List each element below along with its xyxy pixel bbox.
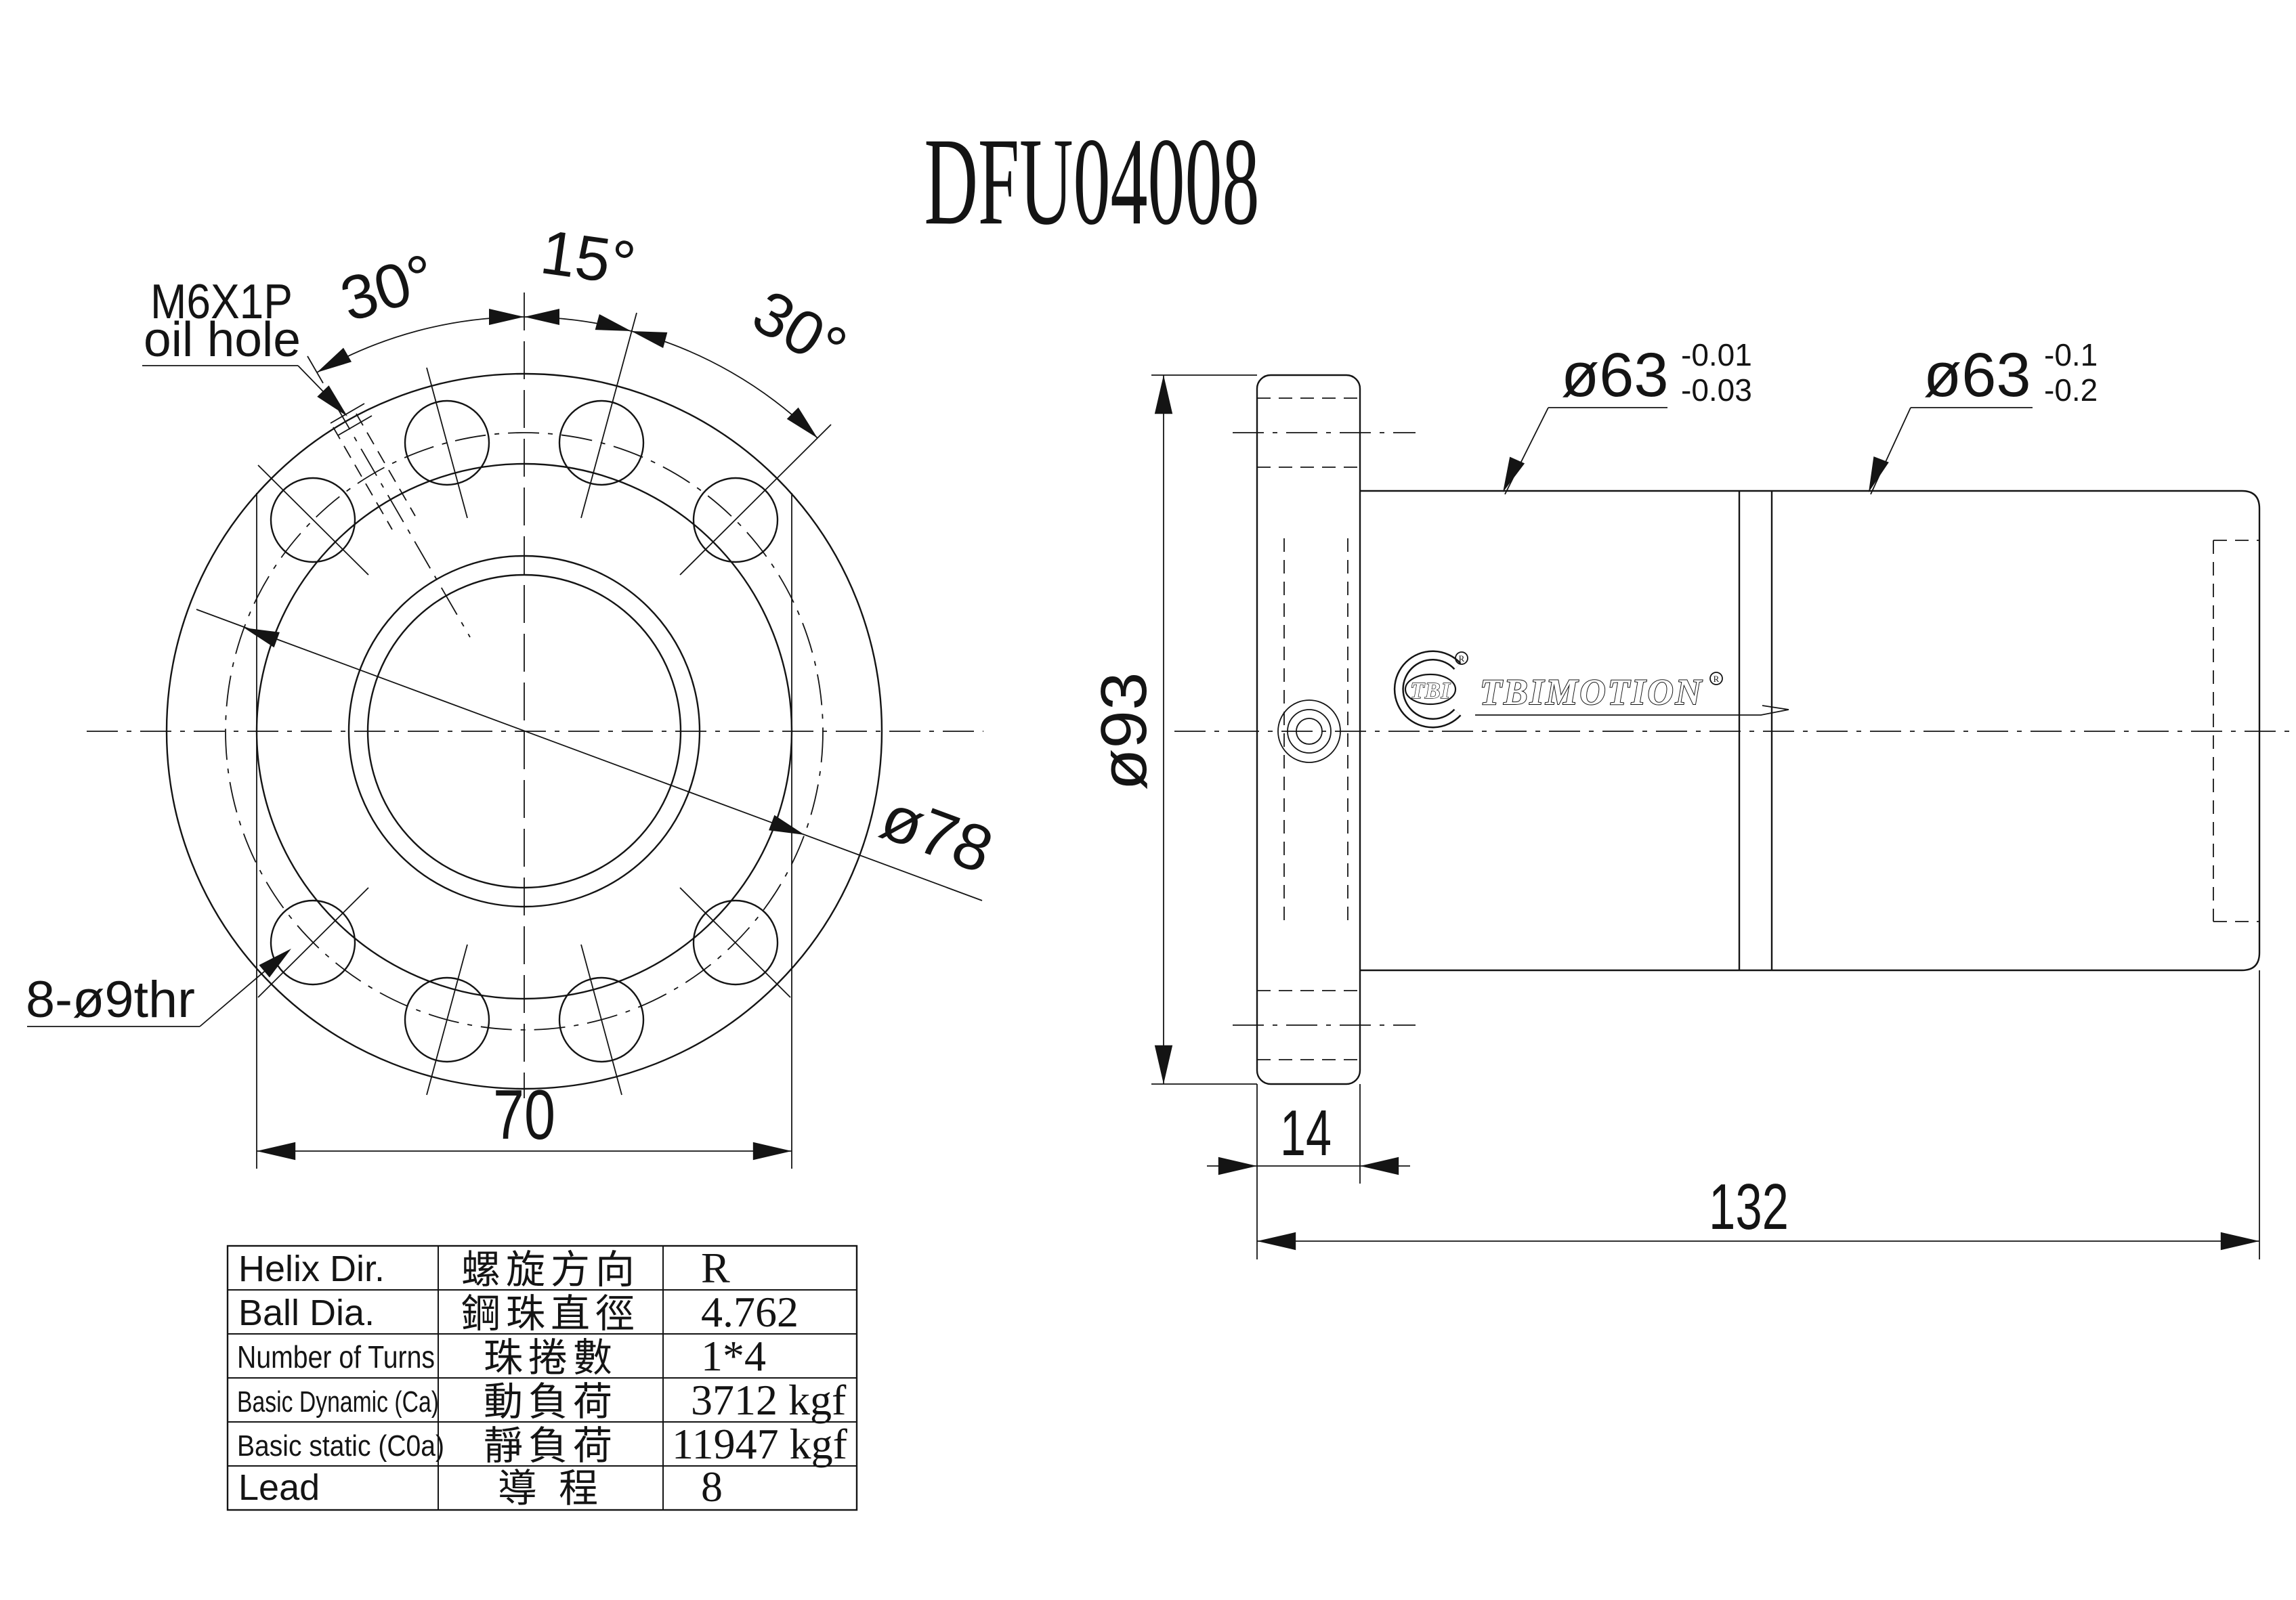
spec-row-zh: 鋼珠直徑 [461,1292,640,1336]
body-diameter-rear-tol-lower: -0.2 [2044,372,2098,408]
pcd-label: ø78 [872,781,1002,888]
spec-row-zh: 動負荷 [484,1380,618,1424]
overall-length-dimension: 132 [1257,970,2260,1259]
angle-dimensions: 30° 15° 30° [313,217,857,444]
spec-row-en: Helix Dir. [238,1249,385,1289]
tbi-logo: TBI R TBIMOTION R [1393,650,1789,729]
flat-width-label: 70 [493,1076,555,1154]
flange-outline [1256,374,1361,1085]
counterbore-circle [347,555,701,908]
spec-row-value: 11947 kgf [672,1420,848,1468]
spec-row-value: 4.762 [701,1288,799,1336]
body-diameter-front-tol-upper: -0.01 [1681,337,1752,372]
spec-row-value: 1*4 [701,1332,766,1380]
body-outline [1360,490,2261,972]
angle-left-label: 30° [333,241,444,334]
brand-wordmark: TBIMOTION [1480,672,1703,712]
flange-diameter-label: ø93 [1088,672,1160,791]
bolt-hole-callout: 8-ø9thr [26,942,297,1029]
bore-circle [366,574,682,889]
flange-outer-circle [165,372,883,1090]
spec-table-grid [226,1245,858,1511]
body-diameter-front-label: ø63 [1561,341,1669,410]
spec-row-en: Basic Dynamic (Ca) [237,1385,439,1419]
angle-right-label: 30° [742,277,857,384]
overall-length-label: 132 [1709,1171,1789,1243]
spec-row-value: 8 [701,1463,723,1511]
body-diameter-rear-callout: ø63 -0.1 -0.2 [1861,337,2098,496]
oil-hole-label-line1: M6X1P [150,275,293,329]
bolt-pcd-circle [225,432,824,1031]
spec-table: Helix Dir. 螺旋方向 R Ball Dia. 鋼珠直徑 4.762 N… [226,1244,858,1511]
bolt-hole-label: 8-ø9thr [26,971,195,1029]
spec-row-value: R [701,1244,730,1292]
spec-row-zh: 靜負荷 [484,1424,618,1468]
side-oil-hole [1277,699,1341,763]
registered-icon: R [1714,674,1720,684]
spec-row-en: Ball Dia. [238,1293,375,1333]
angle-middle-label: 15° [536,217,639,299]
flange-bolt-hole-silhouettes [1233,397,1416,1060]
flat-width-dimension: 70 [257,1076,792,1161]
spec-row-value: 3712 kgf [691,1376,847,1424]
flange-diameter-dimension: ø93 [1088,374,1257,1085]
body-diameter-front-callout: ø63 -0.01 -0.03 [1495,337,1752,496]
spec-row-en: Lead [238,1467,320,1508]
internal-thread-hidden [2213,540,2259,922]
flange-thickness-label: 14 [1280,1097,1332,1169]
tbi-monogram: TBI [1410,678,1451,704]
oil-hole-label-line2: oil hole [144,313,301,367]
oil-hole-label: M6X1P oil hole [142,275,354,423]
registered-icon: R [1459,653,1465,664]
spec-row-zh: 導 程 [498,1467,603,1511]
front-view: 30° 15° 30° M6X1P oil hole 8-ø9thr ø78 [26,217,1002,1169]
side-view: TBI R TBIMOTION R ø93 ø63 -0.01 -0.03 ø6… [1088,337,2291,1259]
spec-row-en: Basic static (C0a) [237,1429,444,1463]
flange-thickness-dimension: 14 [1207,1084,1410,1259]
body-diameter-front-tol-lower: -0.03 [1681,372,1752,408]
spec-row-zh: 珠捲數 [484,1336,618,1380]
spec-row-zh: 螺旋方向 [461,1248,640,1292]
body-diameter-rear-label: ø63 [1923,341,2031,410]
body-diameter-rear-tol-upper: -0.1 [2044,337,2098,372]
spec-row-en: Number of Turns [237,1339,435,1375]
bolt-holes [257,312,832,1096]
drawing-title: DFU04008 [924,112,1260,251]
